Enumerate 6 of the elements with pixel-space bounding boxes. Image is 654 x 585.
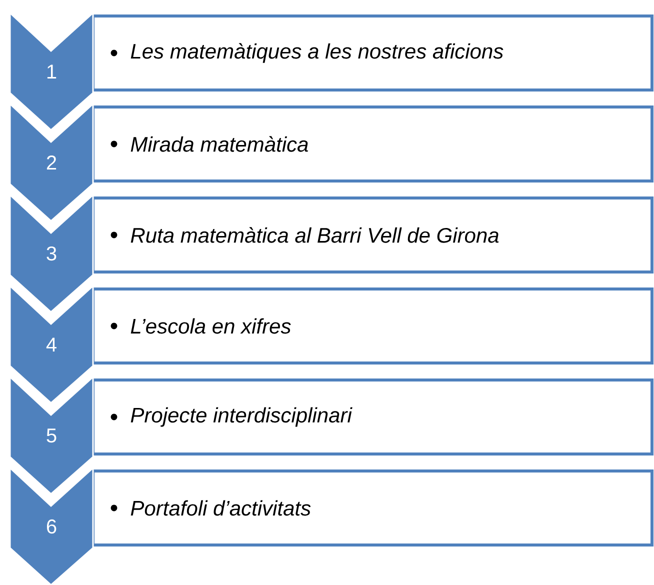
item-box: Projecte interdisciplinari (92, 378, 654, 456)
item-box: Ruta matemàtica al Barri Vell de Girona (92, 196, 654, 274)
item-box: L’escola en xifres (92, 288, 654, 364)
item-box: Portafoli d’activitats (92, 470, 654, 546)
item-box: Les matemàtiques a les nostres aficions (92, 14, 654, 92)
item-box: Mirada matemàtica (92, 106, 654, 182)
